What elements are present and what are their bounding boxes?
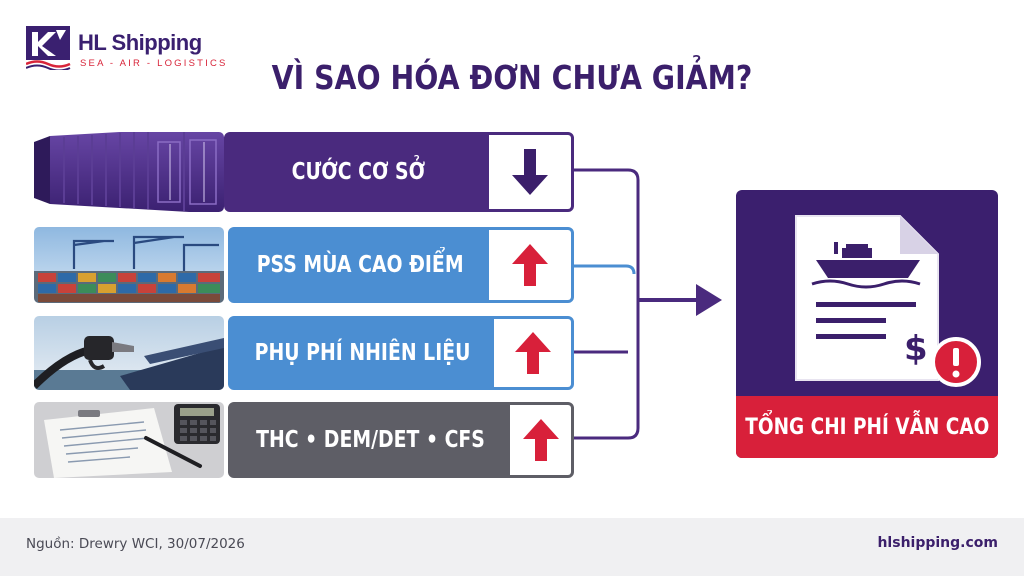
currency-symbol: $: [904, 329, 928, 369]
page-footer: Nguồn: Drewry WCI, 30/07/2026 hlshipping…: [0, 518, 1024, 576]
invoice-ship-icon: $: [795, 215, 939, 381]
brand-name: HL Shipping: [78, 30, 202, 55]
cost-row-terminal-fees: THC • DEM/DET • CFS: [34, 402, 574, 478]
arrow-up-icon: [494, 319, 571, 387]
result-label: TỔNG CHI PHÍ VẪN CAO: [736, 396, 998, 458]
cost-label: THC • DEM/DET • CFS: [256, 427, 485, 453]
arrow-right-icon: [696, 284, 722, 316]
port-cranes-image: [34, 227, 224, 303]
website-link[interactable]: hlshipping.com: [877, 535, 998, 551]
fuel-nozzle-image: [34, 316, 224, 390]
cost-bar: PSS MÙA CAO ĐIỂM: [228, 227, 574, 303]
cost-row-peak-season: PSS MÙA CAO ĐIỂM: [34, 227, 574, 303]
alert-icon: [931, 337, 981, 387]
result-card: $ TỔNG CHI PHÍ VẪN CAO: [736, 190, 998, 458]
cost-label: PHỤ PHÍ NHIÊN LIỆU: [254, 340, 471, 366]
invoice-calculator-image: [34, 402, 224, 478]
source-citation: Nguồn: Drewry WCI, 30/07/2026: [26, 536, 245, 552]
cost-row-fuel-surcharge: PHỤ PHÍ NHIÊN LIỆU: [34, 316, 574, 390]
cost-bar: THC • DEM/DET • CFS: [228, 402, 574, 478]
brand-tagline: SEA - AIR - LOGISTICS: [80, 58, 228, 69]
hl-logo-mark-icon: [26, 26, 71, 70]
cost-row-base-freight: CƯỚC CƠ SỞ: [34, 132, 574, 212]
arrow-up-icon: [510, 405, 571, 475]
arrow-down-icon: [489, 135, 571, 209]
cost-bar: CƯỚC CƠ SỞ: [224, 132, 574, 212]
cost-label: CƯỚC CƠ SỞ: [291, 159, 425, 185]
cost-bar: PHỤ PHÍ NHIÊN LIỆU: [228, 316, 574, 390]
brand-logo: HL Shipping SEA - AIR - LOGISTICS: [26, 26, 226, 74]
cost-label: PSS MÙA CAO ĐIỂM: [256, 252, 464, 278]
arrow-up-icon: [489, 230, 571, 300]
page-title: VÌ SAO HÓA ĐƠN CHƯA GIẢM?: [271, 58, 753, 97]
container-image: [34, 132, 224, 212]
